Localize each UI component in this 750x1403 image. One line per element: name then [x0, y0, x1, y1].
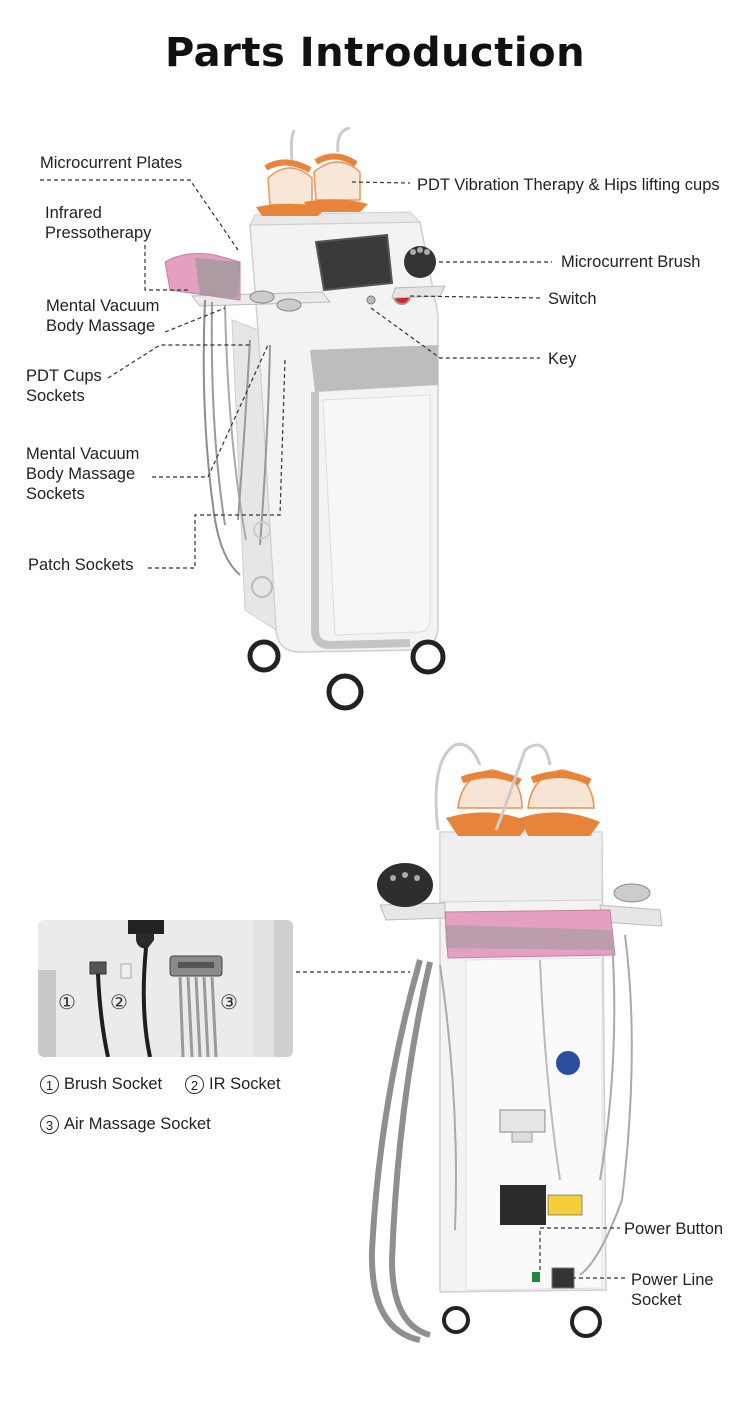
label-mental-vacuum-line2: Body Massage: [46, 317, 156, 335]
label-key: Key: [548, 350, 577, 368]
label-infrared-line1: Infrared: [45, 204, 102, 222]
label-infrared-line2: Pressotherapy: [45, 224, 152, 242]
label-mental-sockets-line1: Mental Vacuum: [26, 445, 140, 463]
label-pdt-cups-line1: PDT Cups: [26, 367, 102, 385]
inset-marker-2: ②: [110, 992, 128, 1014]
label-mental-sockets-line3: Sockets: [26, 485, 85, 503]
legend-text-air-massage-socket: Air Massage Socket: [64, 1115, 211, 1134]
machine-front-view: [164, 126, 446, 711]
label-patch-sockets: Patch Sockets: [28, 556, 134, 574]
label-power-line-line2: Socket: [631, 1291, 682, 1309]
legend-item-air-massage-socket: 3 Air Massage Socket: [40, 1115, 211, 1135]
label-switch: Switch: [548, 290, 597, 308]
label-pdt-vibration: PDT Vibration Therapy & Hips lifting cup…: [417, 176, 720, 194]
legend-text-ir-socket: IR Socket: [209, 1075, 281, 1094]
inset-marker-1: ①: [58, 992, 76, 1014]
legend-number-3: 3: [40, 1115, 59, 1135]
label-mental-sockets-line2: Body Massage: [26, 465, 136, 483]
label-power-button: Power Button: [624, 1220, 724, 1238]
socket-closeup-inset: ① ② ③: [38, 920, 293, 1057]
socket-closeup-art: [38, 920, 293, 1057]
machine-back-view: [368, 742, 663, 1343]
leader-lines: [40, 179, 625, 1279]
label-mental-vacuum-line1: Mental Vacuum: [46, 297, 160, 315]
inset-marker-3: ③: [220, 992, 238, 1014]
legend-item-brush-socket: 1 Brush Socket: [40, 1075, 163, 1095]
label-microcurrent-brush: Microcurrent Brush: [561, 253, 701, 271]
legend-number-2: 2: [185, 1075, 204, 1095]
legend-item-ir-socket: 2 IR Socket: [185, 1075, 281, 1095]
legend-text-brush-socket: Brush Socket: [64, 1075, 163, 1094]
label-pdt-cups-line2: Sockets: [26, 387, 85, 405]
label-microcurrent-plates: Microcurrent Plates: [40, 154, 183, 172]
page-title: Parts Introduction: [164, 30, 586, 76]
label-power-line-line1: Power Line: [631, 1271, 714, 1289]
legend-number-1: 1: [40, 1075, 59, 1095]
